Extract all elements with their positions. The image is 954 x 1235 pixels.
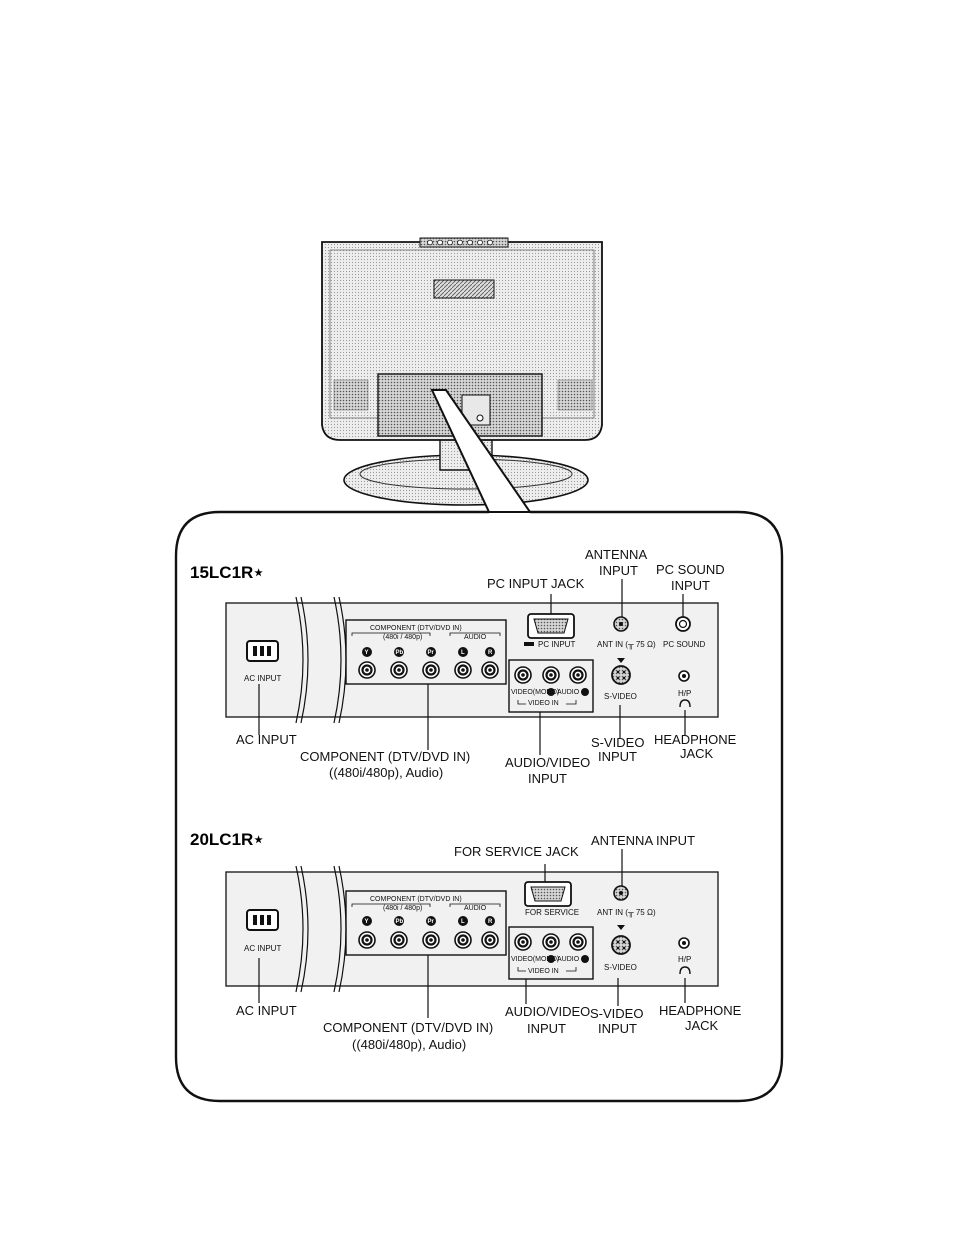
model-title: 15LC1R⋆ [190, 563, 264, 582]
panel-pc-sound-label: PC SOUND [663, 640, 705, 649]
callout-ac-input: AC INPUT [236, 1003, 297, 1018]
callout-headphone-2: JACK [680, 746, 714, 761]
av-audio-l-jack[interactable] [542, 933, 560, 951]
top-buttons [427, 239, 493, 246]
panel-svideo-label: S-VIDEO [604, 692, 637, 701]
panel-audio-mid-label: AUDIO [557, 956, 580, 963]
av-audio-l-jack[interactable] [542, 666, 560, 684]
callout-component-2: ((480i/480p), Audio) [329, 765, 443, 780]
component-jack-y[interactable]: Y [358, 916, 376, 949]
av-audio-r-jack[interactable] [569, 933, 587, 951]
callout-component-1: COMPONENT (DTV/DVD IN) [300, 749, 470, 764]
panel-audio-label: AUDIO [464, 634, 487, 641]
s-video-jack[interactable] [611, 935, 631, 955]
callout-antenna: ANTENNA INPUT [591, 833, 695, 848]
av-video-jack[interactable] [514, 666, 532, 684]
panel-component-label: COMPONENT (DTV/DVD IN) [370, 625, 462, 632]
component-jack-pb[interactable]: Pb [390, 916, 408, 949]
model-title: 20LC1R⋆ [190, 830, 264, 849]
panel-component-sub: (480i / 480p) [383, 905, 422, 912]
callout-av-2: INPUT [528, 771, 567, 786]
callout-headphone-1: HEADPHONE [654, 732, 737, 747]
panel-ant-label: ANT IN (╥ 75 Ω) [597, 908, 656, 918]
callout-av-2: INPUT [527, 1021, 566, 1036]
component-jack-pr[interactable]: Pr [422, 916, 440, 949]
ac-input-socket[interactable] [246, 909, 279, 931]
callout-svideo-1: S-VIDEO [590, 1006, 643, 1021]
panel-svideo-label: S-VIDEO [604, 963, 637, 972]
jack-label: Pr [428, 650, 435, 656]
headphone-jack[interactable] [678, 670, 690, 682]
pc-sound-jack[interactable] [675, 616, 691, 632]
callout-antenna-1: ANTENNA [585, 547, 647, 562]
callout-component-1: COMPONENT (DTV/DVD IN) [323, 1020, 493, 1035]
rear-panel: AC INPUT COMPONENT (DTV/DVD IN) (480i / … [225, 865, 719, 993]
model-15-section: 15LC1R⋆ AC INPUT COMPONENT (DTV/DVD IN) … [190, 547, 737, 786]
panel-video-mono-label: VIDEO(MONO) [511, 689, 559, 696]
callout-pc-sound-1: PC SOUND [656, 562, 725, 577]
component-audio-l[interactable]: L [454, 647, 472, 679]
callout-headphone-2: JACK [685, 1018, 719, 1033]
av-video-jack[interactable] [514, 933, 532, 951]
component-jack-pr[interactable]: Pr [422, 647, 440, 679]
panel-component-sub: (480i / 480p) [383, 634, 422, 641]
callout-av-1: AUDIO/VIDEO [505, 1004, 590, 1019]
callout-antenna-2: INPUT [599, 563, 638, 578]
antenna-jack[interactable] [613, 885, 629, 901]
panel-ant-label: ANT IN (╥ 75 Ω) [597, 640, 656, 650]
panel-audio-mid-label: AUDIO [557, 689, 580, 696]
panel-for-service-label: FOR SERVICE [525, 908, 579, 917]
jack-label: R [488, 919, 493, 925]
jack-label: Pb [396, 919, 404, 925]
callout-component-2: ((480i/480p), Audio) [352, 1037, 466, 1052]
zoom-frame [174, 510, 784, 1103]
component-audio-l[interactable]: L [454, 916, 472, 949]
headphone-icon [679, 699, 691, 708]
panel-video-in-label: VIDEO IN [528, 968, 559, 975]
jack-label: L [461, 919, 465, 925]
callout-svideo-2: INPUT [598, 749, 637, 764]
jack-label: Y [365, 919, 369, 925]
panel-component-label: COMPONENT (DTV/DVD IN) [370, 896, 462, 903]
component-jack-y[interactable]: Y [358, 647, 376, 679]
component-audio-r[interactable]: R [481, 647, 499, 679]
panel-ac-label: AC INPUT [244, 944, 281, 953]
callout-svideo-2: INPUT [598, 1021, 637, 1036]
callout-svideo-1: S-VIDEO [591, 735, 644, 750]
headphone-jack[interactable] [678, 937, 690, 949]
headphone-icon [679, 966, 691, 975]
rear-panel: AC INPUT COMPONENT (DTV/DVD IN) (480i / … [225, 596, 719, 724]
panel-video-mono-label: VIDEO(MONO) [511, 956, 559, 963]
callout-pc-input-jack: PC INPUT JACK [487, 576, 585, 591]
callout-ac-input: AC INPUT [236, 732, 297, 747]
jack-label: Pr [428, 919, 435, 925]
callout-av-1: AUDIO/VIDEO [505, 755, 590, 770]
panel-video-in-label: VIDEO IN [528, 700, 559, 707]
jack-label: R [488, 650, 493, 656]
model-20-section: 20LC1R⋆ AC INPUT COMPONENT (DTV/DVD IN) … [190, 830, 742, 1052]
jack-label: Pb [396, 650, 404, 656]
panel-hp-label: H/P [678, 689, 691, 698]
antenna-jack[interactable] [613, 616, 629, 632]
tv-illustration [321, 237, 603, 506]
jack-label: Y [365, 650, 369, 656]
ac-input-socket[interactable] [246, 640, 279, 662]
callout-headphone-1: HEADPHONE [659, 1003, 742, 1018]
panel-pc-input-label: PC INPUT [538, 640, 575, 649]
jack-label: L [461, 650, 465, 656]
callout-for-service-jack: FOR SERVICE JACK [454, 844, 579, 859]
av-audio-r-jack[interactable] [569, 666, 587, 684]
panel-ac-label: AC INPUT [244, 674, 281, 683]
for-service-dsub[interactable] [524, 881, 572, 907]
component-audio-r[interactable]: R [481, 916, 499, 949]
component-jack-pb[interactable]: Pb [390, 647, 408, 679]
panel-hp-label: H/P [678, 955, 691, 964]
panel-audio-label: AUDIO [464, 905, 487, 912]
pc-input-dsub[interactable] [527, 613, 575, 639]
s-video-jack[interactable] [611, 665, 631, 685]
callout-pc-sound-2: INPUT [671, 578, 710, 593]
